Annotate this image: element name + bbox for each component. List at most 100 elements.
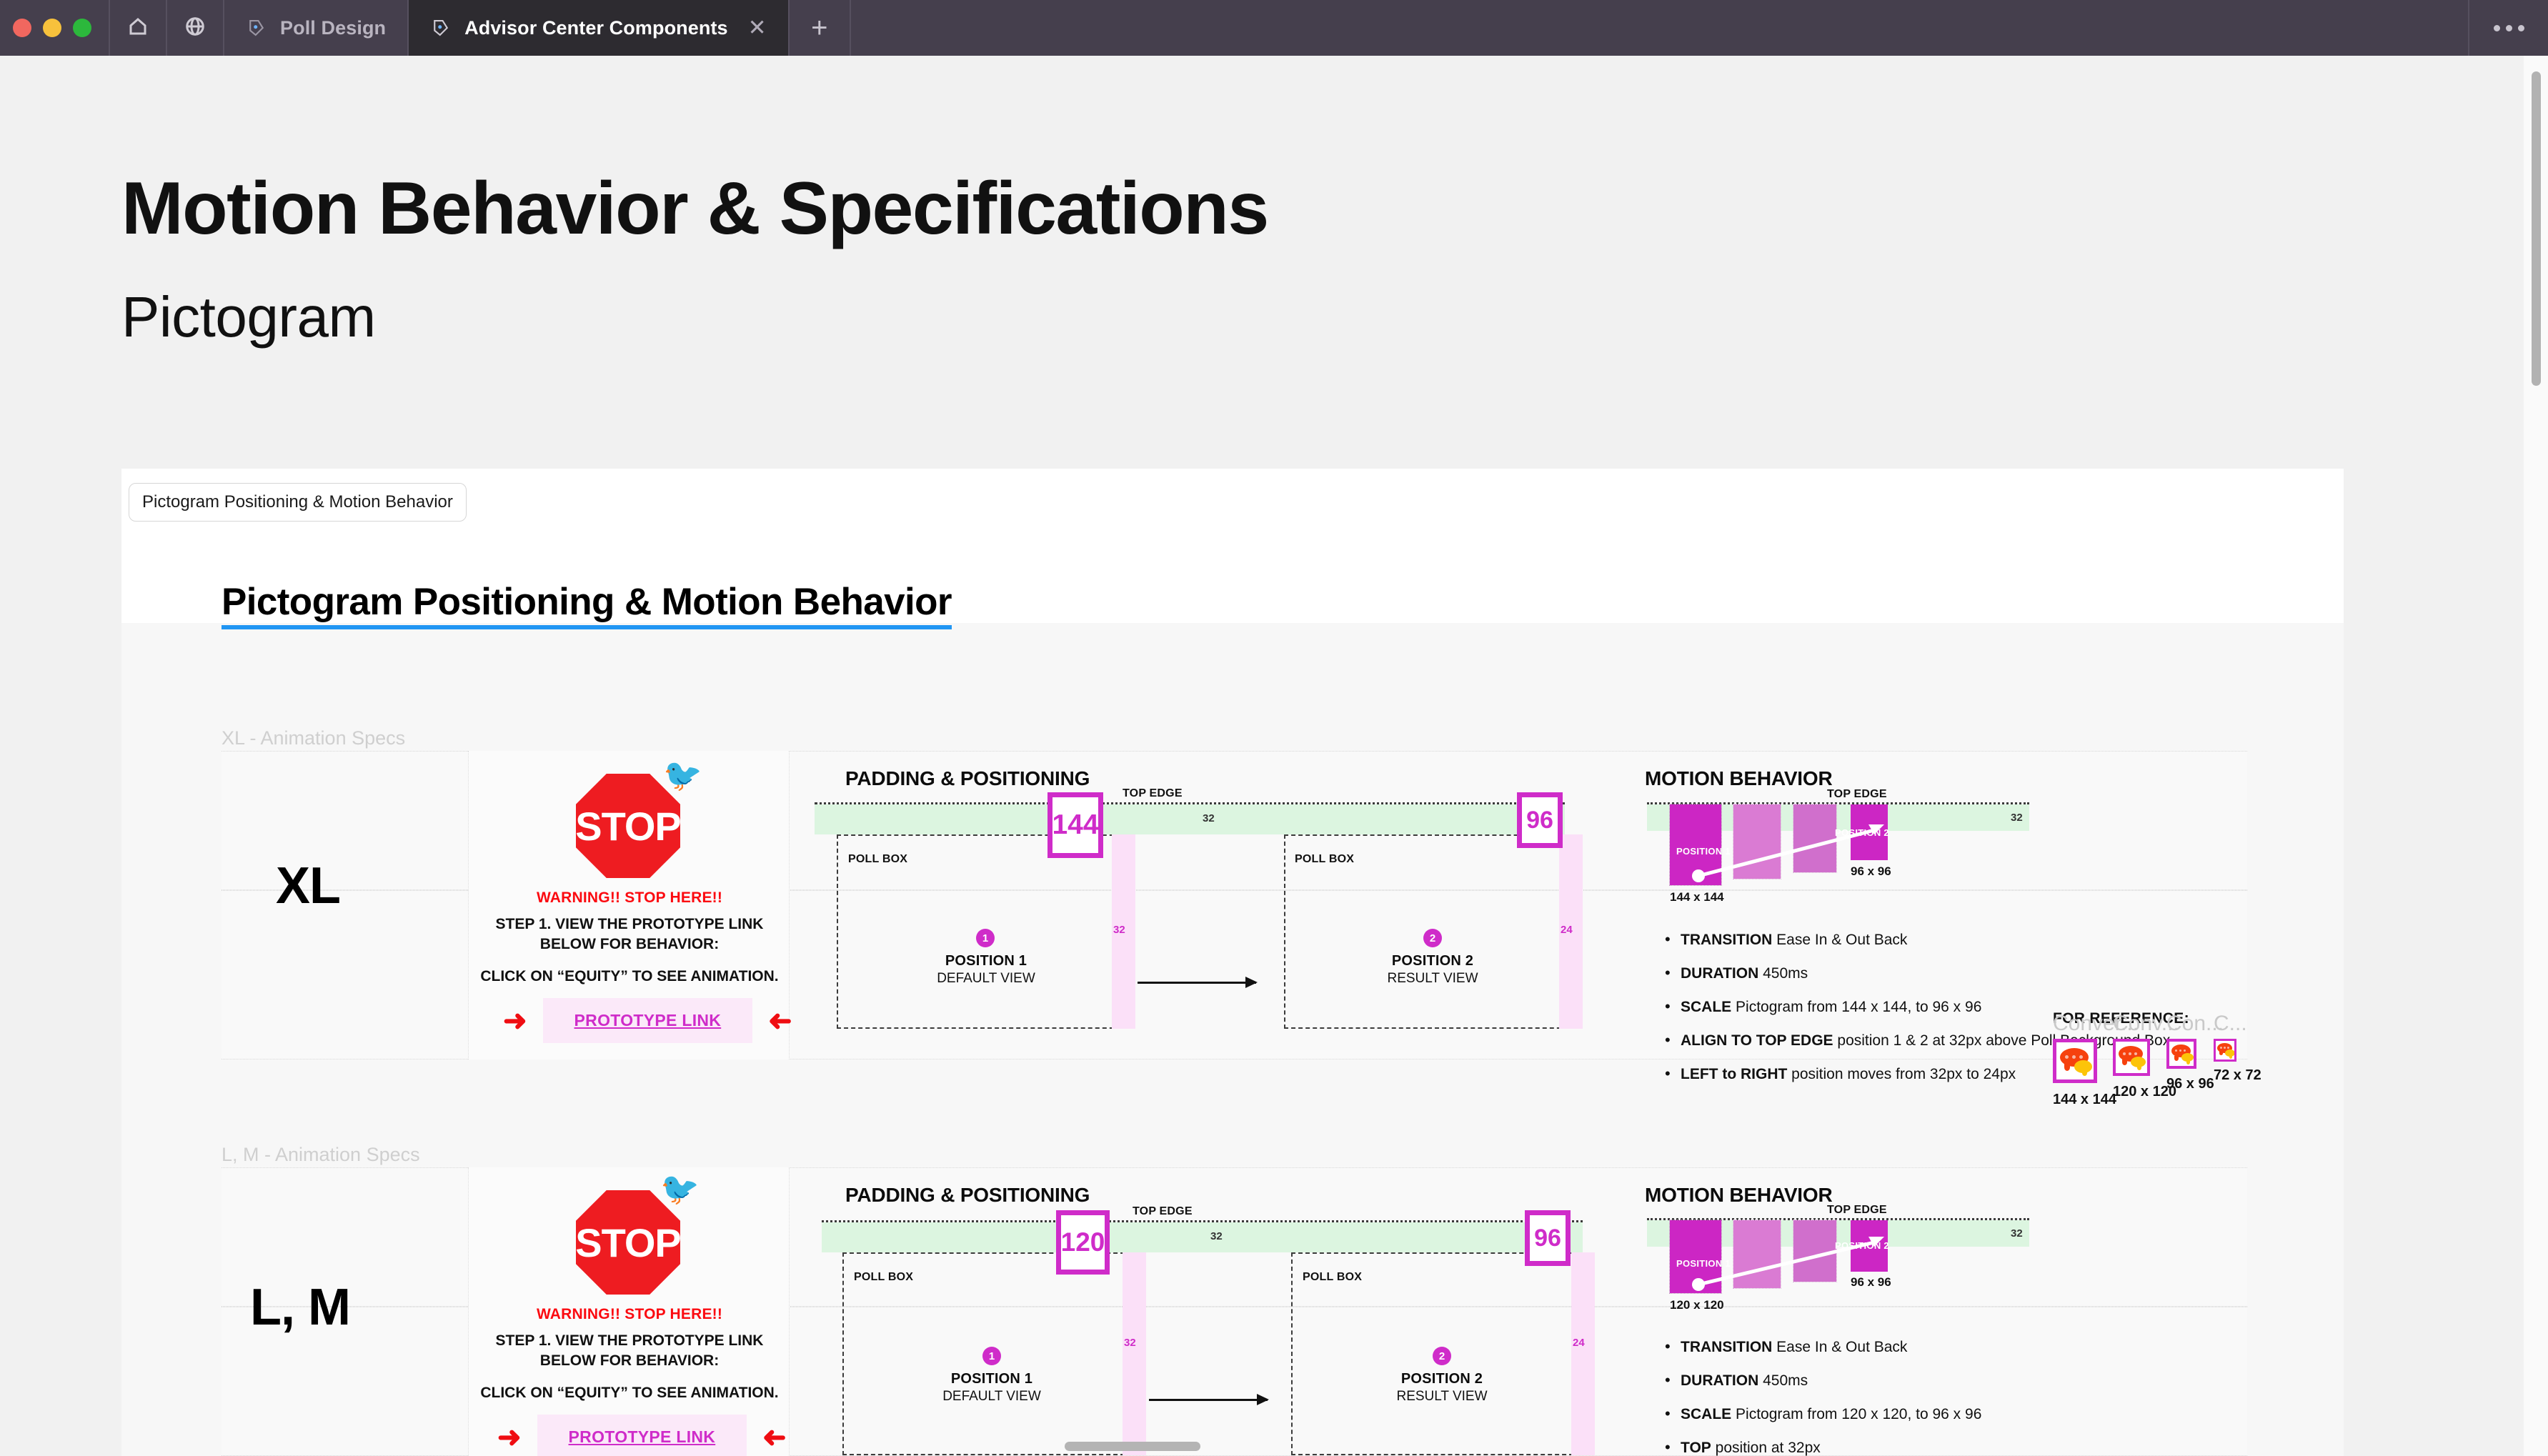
top-edge-label-lm: TOP EDGE	[1133, 1205, 1193, 1217]
bubble-dot	[2123, 1052, 2126, 1055]
bullet-item: LEFT to RIGHT position moves from 32px t…	[1665, 1064, 2170, 1083]
pink-gutter-lm-2	[1571, 1252, 1595, 1455]
prototype-link-row-lm: ➜ PROTOTYPE LINK ➜	[497, 1415, 787, 1456]
tab-advisor-center-components[interactable]: Advisor Center Components ✕	[409, 0, 790, 56]
motion-end-size-lm: 96 x 96	[1851, 1275, 1891, 1289]
frame-top-white	[121, 576, 2344, 623]
bullet-item: SCALE Pictogram from 120 x 120, to 96 x …	[1665, 1405, 1982, 1423]
bullet-value: Pictogram from 120 x 120, to 96 x 96	[1736, 1406, 1982, 1422]
motion-path-arrow-xl	[1692, 824, 1884, 882]
horizontal-scrollbar-thumb[interactable]	[1065, 1442, 1200, 1451]
size-tag-lm: L, M	[250, 1279, 351, 1336]
poll-box-label-xl-2: POLL BOX	[1295, 853, 1355, 865]
tab-poll-design[interactable]: Poll Design	[224, 0, 409, 56]
motion-keyframe-3-lm	[1793, 1220, 1837, 1282]
explore-button[interactable]	[167, 0, 224, 56]
conversation-pictogram-icon	[2116, 1042, 2147, 1073]
reference-label: FOR REFERENCE:	[2053, 1010, 2189, 1027]
motion-dotline-lm	[1647, 1218, 2029, 1220]
zoom-window-button[interactable]	[73, 19, 91, 37]
position-title-xl-2: POSITION 2	[1391, 953, 1474, 969]
dot-icon	[2517, 24, 2524, 31]
position-sub-xl-2: RESULT VIEW	[1387, 971, 1478, 986]
bullet-key: SCALE	[1681, 999, 1732, 1015]
more-options-button[interactable]	[2469, 0, 2548, 56]
position-sub-lm-2: RESULT VIEW	[1396, 1389, 1488, 1404]
poll-box-label-lm-1: POLL BOX	[854, 1271, 914, 1283]
bubble-dot	[2175, 1049, 2177, 1052]
bubble-yellow-tail	[2137, 1065, 2141, 1070]
motion-keyframe-2-lm	[1733, 1220, 1781, 1289]
transition-arrow-lm	[1149, 1394, 1269, 1405]
vertical-scrollbar[interactable]	[2524, 56, 2548, 1456]
globe-icon	[184, 16, 206, 41]
bubble-orange-tail	[2219, 1052, 2223, 1055]
bubble-dot	[2134, 1052, 2137, 1055]
home-button[interactable]	[110, 0, 167, 56]
bullet-item: TRANSITION Ease In & Out Back	[1665, 930, 2170, 949]
warning-text-xl: WARNING!! STOP HERE!!	[536, 889, 723, 906]
reference-ghost-name: Conver...	[2053, 1012, 2139, 1035]
reference-ghost-name: Conv...	[2113, 1012, 2179, 1035]
motion-top-edge-label-lm: TOP EDGE	[1827, 1204, 1887, 1216]
bullet-key: DURATION	[1681, 965, 1759, 982]
gap-center-lm: 32	[1210, 1230, 1223, 1242]
position-number-lm-2: 2	[1433, 1347, 1451, 1365]
arrow-right-icon: ➜	[503, 1004, 527, 1037]
tab-title: Poll Design	[280, 16, 387, 39]
bullet-item: SCALE Pictogram from 144 x 144, to 96 x …	[1665, 997, 2170, 1016]
dot-icon	[2505, 24, 2512, 31]
embed-chip-label[interactable]: Pictogram Positioning & Motion Behavior	[129, 483, 467, 522]
bullet-key: TRANSITION	[1681, 1339, 1773, 1355]
bullet-value: Pictogram from 144 x 144, to 96 x 96	[1736, 999, 1982, 1015]
reference-box-72	[2214, 1039, 2236, 1062]
top-edge-dotline-xl	[815, 802, 1565, 804]
step-line-2: BELOW FOR BEHAVIOR:	[539, 935, 720, 952]
poll-box-label-lm-2: POLL BOX	[1303, 1271, 1363, 1283]
window-controls	[0, 0, 110, 56]
reference-size-96: 96 x 96	[2166, 1076, 2214, 1092]
new-tab-button[interactable]: +	[790, 0, 851, 56]
top-edge-label-xl: TOP EDGE	[1123, 787, 1183, 799]
reference-size-72: 72 x 72	[2214, 1067, 2261, 1083]
reference-size-144: 144 x 144	[2053, 1092, 2116, 1107]
position-sub-xl-1: DEFAULT VIEW	[937, 971, 1035, 986]
position-title-lm-1: POSITION 1	[950, 1371, 1033, 1387]
motion-title-lm: MOTION BEHAVIOR	[1645, 1184, 1833, 1206]
click-instruction-xl: CLICK ON “EQUITY” TO SEE ANIMATION.	[480, 968, 779, 984]
conversation-pictogram-icon	[2056, 1042, 2094, 1079]
reference-ghost-name: Con...	[2166, 1012, 2224, 1035]
prototype-link-button-lm[interactable]: PROTOTYPE LINK	[537, 1415, 747, 1456]
bullet-key: LEFT to RIGHT	[1681, 1066, 1788, 1082]
dot-icon	[2493, 24, 2500, 31]
badge-size-xl-1: 144	[1047, 792, 1103, 858]
bullet-item: DURATION 450ms	[1665, 964, 2170, 982]
top-edge-dotline-lm	[822, 1220, 1583, 1222]
minimize-window-button[interactable]	[43, 19, 61, 37]
motion-gap-right-lm: 32	[2011, 1227, 2023, 1240]
figma-pen-icon	[246, 17, 267, 39]
motion-dotline-xl	[1647, 802, 2029, 804]
position-sub-lm-1: DEFAULT VIEW	[942, 1389, 1041, 1404]
close-tab-icon[interactable]: ✕	[747, 15, 767, 40]
pink-gutter-xl-1	[1112, 834, 1135, 1029]
bubble-dot	[2072, 1055, 2076, 1059]
position-title-lm-2: POSITION 2	[1400, 1371, 1483, 1387]
reference-box-96	[2166, 1039, 2196, 1069]
right-tick-lm: 24	[1573, 1337, 1585, 1349]
vertical-scrollbar-thumb[interactable]	[2532, 71, 2541, 386]
position-number-xl-1: 1	[976, 929, 995, 947]
stop-sign-icon: STOP	[576, 774, 680, 878]
close-window-button[interactable]	[13, 19, 31, 37]
bullet-key: DURATION	[1681, 1372, 1759, 1389]
figma-frame: Pictogram Positioning & Motion Behavior …	[121, 576, 2344, 1456]
reference-strip: FOR REFERENCE: Conver...	[2053, 1003, 2344, 1132]
reference-size-120: 120 x 120	[2113, 1084, 2176, 1100]
bullet-key: ALIGN TO TOP EDGE	[1681, 1032, 1833, 1049]
padding-title-xl: PADDING & POSITIONING	[845, 767, 1090, 789]
bubble-dot	[2079, 1055, 2083, 1059]
arrow-left-icon: ➜	[762, 1421, 787, 1453]
prototype-link-button-xl[interactable]: PROTOTYPE LINK	[542, 998, 753, 1043]
pink-gutter-lm-1	[1123, 1252, 1146, 1455]
arrow-left-icon: ➜	[768, 1004, 792, 1037]
